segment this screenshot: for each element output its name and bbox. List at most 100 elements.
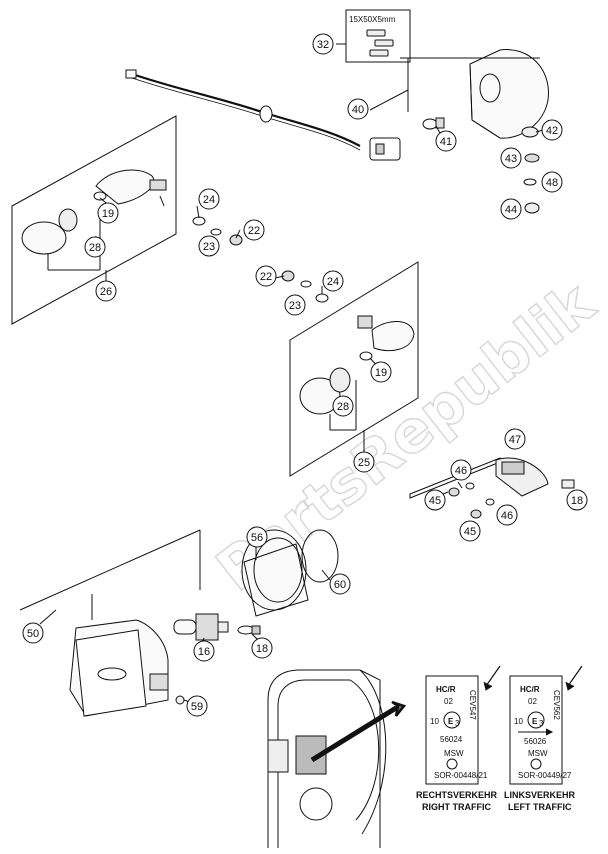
callout-number: 22 — [260, 271, 272, 283]
callout-number: 46 — [501, 510, 513, 522]
cowl-housing — [400, 49, 549, 139]
bulb-small-icon — [422, 117, 445, 130]
callout-circle — [353, 451, 375, 473]
svg-text:HC/R: HC/R — [436, 685, 456, 694]
callout-circle — [370, 361, 392, 383]
h4-bulb-icon — [173, 613, 229, 641]
bulb-position-icon — [237, 625, 261, 635]
callout-number: 45 — [429, 495, 441, 507]
callout-c16: 16 — [193, 640, 215, 662]
spacer-size-note: 15X50X5mm — [349, 15, 396, 24]
svg-text:3: 3 — [455, 719, 460, 728]
right-traffic-caption-en: RIGHT TRAFFIC — [422, 802, 491, 812]
spacer-pad-3 — [369, 49, 389, 57]
callout-circle — [347, 98, 369, 120]
callout-c24b: 24 — [322, 270, 344, 292]
callout-c48: 48 — [541, 171, 563, 193]
callout-number: 50 — [27, 628, 39, 640]
callout-c22b: 22 — [255, 265, 277, 287]
callout-number: 28 — [89, 242, 101, 254]
svg-text:MSW: MSW — [444, 749, 464, 758]
callout-number: 56 — [251, 532, 263, 544]
callout-c59: 59 — [186, 695, 208, 717]
callout-c26: 26 — [95, 280, 117, 302]
callout-circle — [255, 265, 277, 287]
hardware-column — [521, 126, 540, 214]
svg-text:HC/R: HC/R — [520, 685, 540, 694]
callout-circle — [312, 33, 334, 55]
svg-text:E: E — [448, 717, 454, 726]
callout-circle — [84, 236, 106, 258]
svg-text:3: 3 — [539, 719, 544, 728]
callout-circle — [496, 504, 518, 526]
rear-light-group — [409, 457, 575, 519]
callout-circle — [97, 202, 119, 224]
callout-number: 44 — [505, 204, 517, 216]
inset-headlight-view — [267, 669, 407, 848]
callout-circle — [504, 428, 526, 450]
callout-c25: 25 — [353, 451, 375, 473]
callout-circle — [198, 235, 220, 257]
callout-number: 46 — [455, 465, 467, 477]
callout-circle — [186, 695, 208, 717]
callout-circle — [566, 489, 588, 511]
callout-number: 18 — [571, 495, 583, 507]
callout-number: 24 — [203, 194, 215, 206]
callout-number: 25 — [358, 457, 370, 469]
svg-text:CEV562: CEV562 — [552, 690, 561, 720]
callout-c43: 43 — [500, 147, 522, 169]
callout-number: 41 — [440, 136, 452, 148]
callout-number: 23 — [289, 300, 301, 312]
approval-label-left: HC/R 02 CEV562 10 E 3 56026 MSW SOR-0044… — [504, 665, 583, 812]
callout-number: 43 — [505, 153, 517, 165]
callout-number: 32 — [317, 39, 329, 51]
callout-c50: 50 — [22, 622, 44, 644]
callout-circle — [450, 459, 472, 481]
callout-c32: 32 — [312, 33, 334, 55]
callout-c42: 42 — [541, 119, 563, 141]
callout-number: 28 — [337, 401, 349, 413]
callout-c19a: 19 — [97, 202, 119, 224]
bulb-socket-icon — [369, 137, 401, 161]
callout-c23b: 23 — [284, 294, 306, 316]
callout-circle — [284, 294, 306, 316]
callout-c22a: 22 — [243, 219, 265, 241]
hardware-left — [192, 216, 243, 246]
callout-c40: 40 — [347, 98, 369, 120]
callout-number: 19 — [102, 208, 114, 220]
left-traffic-caption-en: LEFT TRAFFIC — [508, 802, 572, 812]
callout-number: 60 — [334, 579, 346, 591]
callout-circle — [95, 280, 117, 302]
callout-circle — [332, 395, 354, 417]
right-traffic-caption-de: RECHTSVERKEHR — [416, 790, 498, 800]
callout-circle — [193, 640, 215, 662]
callout-c24a: 24 — [198, 188, 220, 210]
callout-c46a: 46 — [450, 459, 472, 481]
callout-number: 16 — [198, 646, 210, 658]
callout-circle — [541, 171, 563, 193]
svg-text:10: 10 — [430, 717, 439, 726]
callout-circle — [329, 573, 351, 595]
callout-number: 22 — [248, 225, 260, 237]
spacer-set-box — [345, 9, 411, 63]
callout-circle — [541, 119, 563, 141]
svg-text:SOR-00448/21: SOR-00448/21 — [434, 771, 488, 780]
callout-c56: 56 — [246, 526, 268, 548]
hardware-middle — [281, 270, 329, 303]
callout-circle — [424, 489, 446, 511]
callout-c45a: 45 — [424, 489, 446, 511]
indicator-left-group — [11, 115, 177, 325]
callout-number: 40 — [352, 104, 364, 116]
svg-text:02: 02 — [528, 697, 537, 706]
callout-c18b: 18 — [251, 637, 273, 659]
callout-circle — [243, 219, 265, 241]
callout-circle — [198, 188, 220, 210]
spacer-set-group: 15X50X5mm — [336, 9, 411, 63]
svg-text:56026: 56026 — [524, 737, 547, 746]
callout-number: 26 — [100, 286, 112, 298]
callout-circle — [500, 198, 522, 220]
callout-c28b: 28 — [332, 395, 354, 417]
callout-circle — [251, 637, 273, 659]
